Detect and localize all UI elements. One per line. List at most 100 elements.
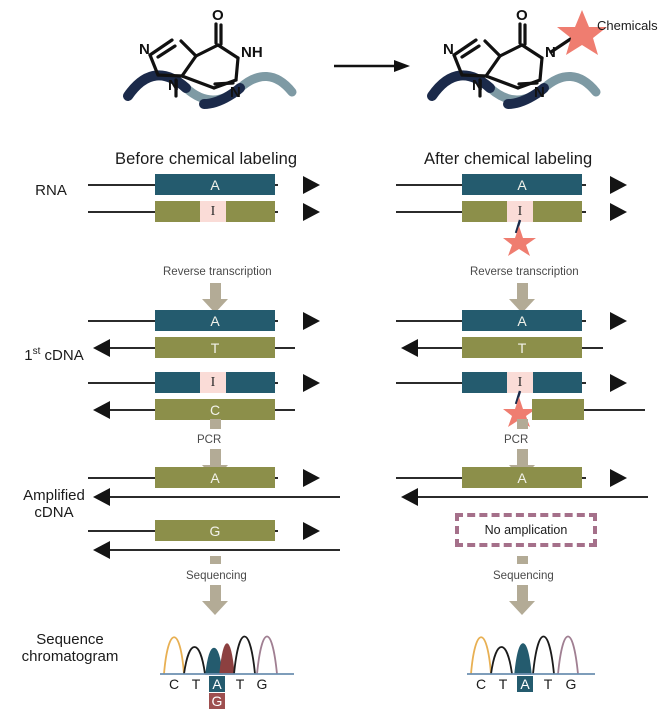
amplified-cdna-line2: cDNA bbox=[34, 504, 74, 521]
rna-strand-a-bar-right: A bbox=[462, 174, 582, 195]
chromatogram-line2: chromatogram bbox=[21, 648, 119, 665]
rna-inosine-segment: I bbox=[200, 201, 226, 222]
inosine-structure: O N N N NH bbox=[123, 7, 297, 109]
amplified-g-strand-bar: G bbox=[155, 520, 275, 541]
chemical-star-icon-rna bbox=[503, 219, 536, 256]
reaction-arrow bbox=[334, 60, 410, 72]
before-basecall-2: A bbox=[209, 676, 225, 692]
step-label-sequencing-left: Sequencing bbox=[186, 570, 247, 582]
before-basecall-0: C bbox=[168, 676, 180, 692]
panel-title-before: Before chemical labeling bbox=[115, 150, 298, 168]
amplified-g-complement-arrowhead bbox=[93, 541, 110, 559]
no-amplification-label: No amplication bbox=[484, 523, 568, 537]
svg-text:N: N bbox=[443, 41, 454, 58]
base-label-t: T bbox=[517, 339, 527, 356]
chromatogram-line1: Sequence bbox=[36, 631, 104, 648]
after-basecall-4: G bbox=[565, 676, 577, 692]
cdna-c-strand-bar: C bbox=[155, 399, 275, 420]
atom-label-n1: N bbox=[230, 84, 241, 101]
cdna-c-strand-arrowhead bbox=[93, 401, 110, 419]
chemical-star-icon bbox=[557, 10, 607, 55]
base-label-a: A bbox=[517, 176, 527, 193]
cdna-inosine-segment: I bbox=[200, 372, 226, 393]
step-label-reverse-transcription-left: Reverse transcription bbox=[163, 266, 272, 278]
panel-title-after: After chemical labeling bbox=[424, 150, 593, 168]
no-amplification-box: No amplication bbox=[455, 513, 597, 547]
after-basecall-1: T bbox=[498, 676, 508, 692]
base-label-a: A bbox=[210, 176, 220, 193]
atom-label-n7: N bbox=[139, 41, 150, 58]
after-basecall-2: A bbox=[517, 676, 533, 692]
before-basecall-1: T bbox=[191, 676, 201, 692]
cdna-truncated-strand-bar-right bbox=[532, 399, 584, 420]
step-label-pcr-left: PCR bbox=[197, 434, 222, 446]
chemical-star-icon-cdna bbox=[503, 390, 536, 427]
rna-strand-i-arrowhead bbox=[303, 203, 320, 221]
after-basecall-3: T bbox=[543, 676, 553, 692]
step-label-sequencing-right: Sequencing bbox=[493, 570, 554, 582]
cdna-a-strand-arrowhead bbox=[303, 312, 320, 330]
svg-text:N: N bbox=[472, 77, 483, 94]
chemicals-label: Chemicals bbox=[597, 18, 658, 33]
base-label-c: C bbox=[209, 401, 221, 418]
atom-label-nh: NH bbox=[241, 44, 263, 61]
before-basecall-3: T bbox=[235, 676, 245, 692]
rna-strand-a-arrowhead bbox=[303, 176, 320, 194]
amplified-g-strand-arrowhead bbox=[303, 522, 320, 540]
svg-text:N: N bbox=[534, 84, 545, 101]
step-arrow-sequencing-left bbox=[202, 585, 228, 615]
row-label-rna: RNA bbox=[35, 182, 67, 199]
step-arrow-reverse-transcription-right bbox=[509, 283, 535, 313]
base-label-a: A bbox=[517, 469, 527, 486]
step-arrow-pcr-right-stub bbox=[509, 419, 535, 429]
base-label-a: A bbox=[517, 312, 527, 329]
base-label-a: A bbox=[210, 312, 220, 329]
cdna-t-strand-bar-right: T bbox=[462, 337, 582, 358]
first-cdna-superscript: st bbox=[32, 346, 41, 357]
amplified-a-strand-bar-right: A bbox=[462, 467, 582, 488]
amplified-a-strand-arrowhead-right bbox=[610, 469, 627, 487]
cdna-i-strand-arrowhead bbox=[303, 374, 320, 392]
step-arrow-sequencing-right bbox=[509, 585, 535, 615]
step-arrow-reverse-transcription-left bbox=[202, 283, 228, 313]
cdna-i-strand-arrowhead-right bbox=[610, 374, 627, 392]
amplified-cdna-line1: Amplified bbox=[23, 487, 85, 504]
step-arrow-sequencing-right-stub bbox=[509, 556, 535, 564]
step-label-pcr-right: PCR bbox=[504, 434, 529, 446]
cdna-t-strand-bar: T bbox=[155, 337, 275, 358]
cdna-truncated-strand-line-right bbox=[575, 409, 645, 411]
rna-strand-i-arrowhead-right bbox=[610, 203, 627, 221]
cdna-a-strand-arrowhead-right bbox=[610, 312, 627, 330]
base-label-g: G bbox=[209, 522, 221, 539]
svg-text:N: N bbox=[545, 44, 556, 61]
before-secondary-basecall: G bbox=[209, 693, 225, 709]
step-label-reverse-transcription-right: Reverse transcription bbox=[470, 266, 579, 278]
atom-label-n9: N bbox=[168, 77, 179, 94]
row-label-first-cdna: 1st cDNA bbox=[6, 343, 102, 364]
svg-text:O: O bbox=[516, 7, 528, 24]
before-chromatogram bbox=[160, 635, 294, 675]
base-label-i: I bbox=[210, 203, 216, 219]
before-basecall-4: G bbox=[256, 676, 268, 692]
amplified-a-complement-line-right bbox=[418, 496, 648, 498]
rna-strand-a-arrowhead-right bbox=[610, 176, 627, 194]
base-label-a: A bbox=[210, 469, 220, 486]
amplified-g-complement-line bbox=[110, 549, 340, 551]
first-cdna-number: 1 bbox=[24, 347, 33, 364]
amplified-a-strand-bar: A bbox=[155, 467, 275, 488]
cdna-t-strand-arrowhead-right bbox=[401, 339, 418, 357]
rna-inosine-segment-right: I bbox=[507, 201, 533, 222]
base-label-i: I bbox=[517, 374, 523, 390]
cdna-a-strand-bar: A bbox=[155, 310, 275, 331]
labeled-inosine-structure: O N N N N bbox=[427, 7, 607, 109]
rna-strand-a-bar: A bbox=[155, 174, 275, 195]
amplified-a-complement-arrowhead bbox=[93, 488, 110, 506]
amplified-a-complement-line bbox=[110, 496, 340, 498]
base-label-i: I bbox=[517, 203, 523, 219]
cdna-a-strand-bar-right: A bbox=[462, 310, 582, 331]
first-cdna-suffix: cDNA bbox=[40, 347, 84, 364]
after-chromatogram bbox=[467, 635, 595, 675]
top-reaction-scheme: O N N N NH bbox=[123, 7, 607, 109]
base-label-t: T bbox=[210, 339, 220, 356]
row-label-amplified-cdna: Amplified cDNA bbox=[6, 487, 102, 521]
